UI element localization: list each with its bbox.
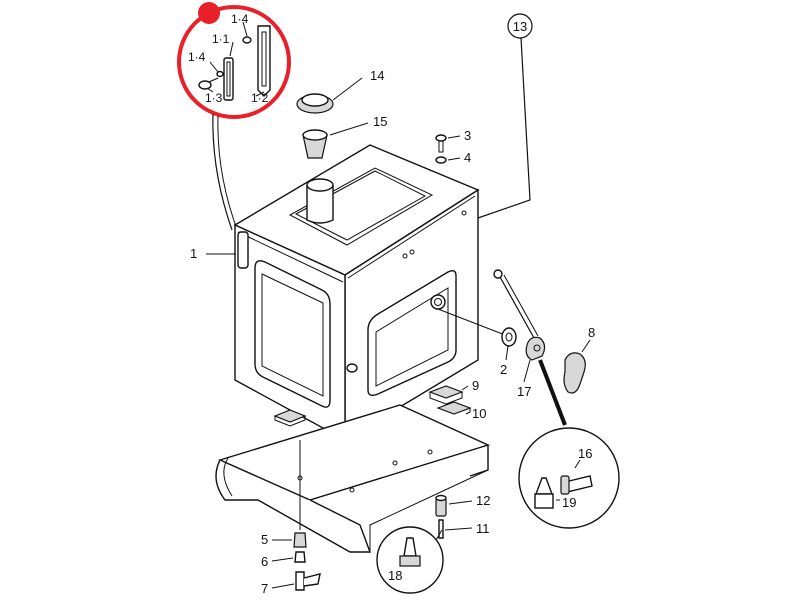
callout-6: 6 [261, 554, 268, 569]
filler-cap: 14 [296, 68, 384, 114]
tank-mounting-tray [215, 404, 490, 553]
drain-assembly: 5 6 7 [261, 532, 321, 596]
clip-part-1-2 [257, 25, 271, 97]
bracket-part-1-1 [223, 57, 234, 101]
callout-19: 19 [562, 495, 576, 510]
fuel-tap-assembly: 2 17 [493, 269, 567, 426]
callout-5: 5 [261, 532, 268, 547]
level-sender-unit [237, 231, 249, 269]
nut-part-1-4 [242, 36, 252, 44]
callout-8: 8 [588, 325, 595, 340]
washer-part-1-4 [216, 70, 224, 78]
callout-1-4-top: 1·4 [231, 12, 249, 26]
callout-1-3: 1·3 [205, 91, 223, 105]
callout-12: 12 [476, 493, 490, 508]
bolt-head-part-1-3 [198, 80, 212, 90]
callout-1-4-left: 1·4 [188, 50, 206, 64]
callout-1: 1 [190, 246, 197, 261]
detail-inset-16-19: 16 19 [518, 427, 620, 529]
fuel-tank-body: 1 [190, 144, 506, 442]
callout-13-group: 13 [477, 13, 533, 219]
sender-wire [212, 113, 233, 231]
callout-16: 16 [578, 446, 592, 461]
detail-inset-18: 18 [376, 526, 444, 594]
callout-13-circle [507, 13, 533, 39]
callout-10: 10 [472, 406, 486, 421]
highlight-dot [198, 2, 220, 24]
callout-7: 7 [261, 581, 268, 596]
stud-and-spacer: 12 11 [435, 493, 490, 539]
callout-15: 15 [373, 114, 387, 129]
callout-2: 2 [500, 362, 507, 377]
callout-4: 4 [464, 150, 471, 165]
callout-3: 3 [464, 128, 471, 143]
callout-1-1: 1·1 [212, 32, 230, 46]
highlight-circle [177, 5, 291, 119]
filler-strainer: 15 [302, 114, 387, 159]
callout-14: 14 [370, 68, 384, 83]
detail-inset-sender-hardware: 1·4 1·1 1·4 1·3 1·2 [177, 2, 291, 233]
callout-11: 11 [476, 521, 490, 536]
callout-9: 9 [472, 378, 479, 393]
callout-18: 18 [388, 568, 402, 583]
tap-knob: 8 [563, 325, 595, 394]
callout-13: 13 [513, 19, 527, 34]
callout-1-2: 1·2 [251, 91, 269, 105]
fuel-outlet-port [430, 294, 446, 310]
callout-17: 17 [517, 384, 531, 399]
